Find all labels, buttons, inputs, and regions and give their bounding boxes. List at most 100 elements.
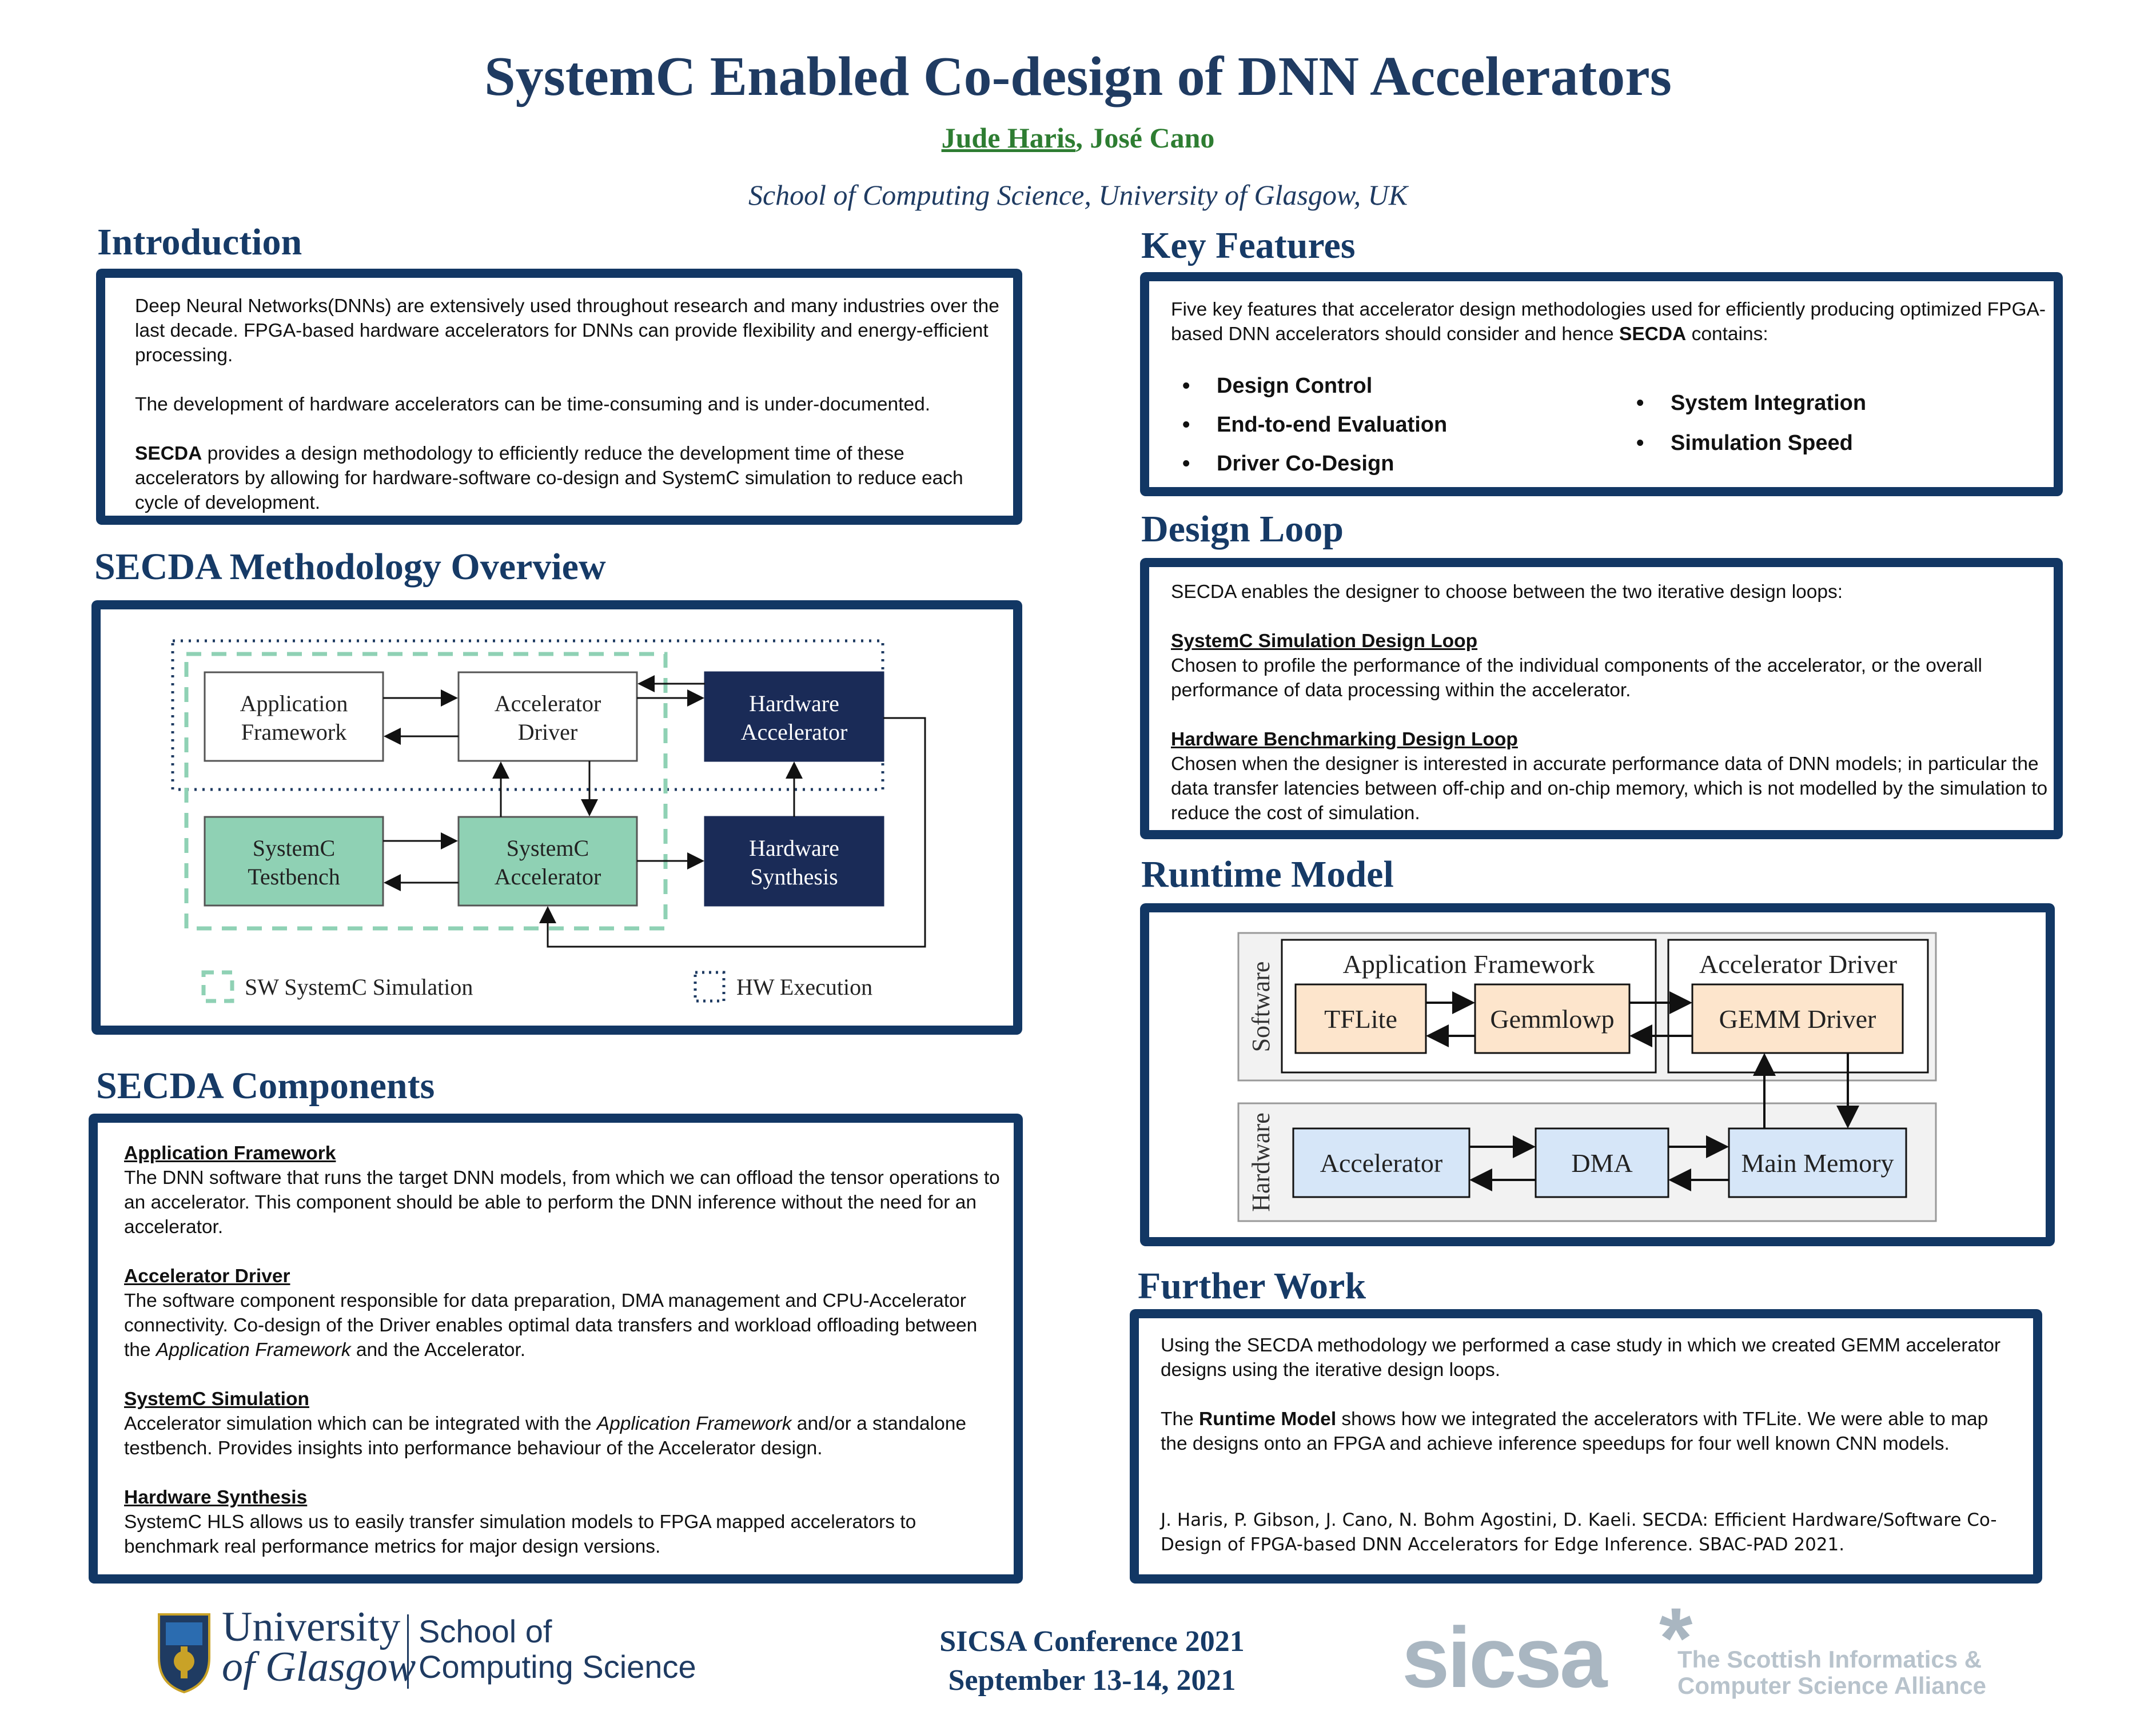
conference-dates: September 13-14, 2021 <box>948 1664 1236 1697</box>
feature-label: System Integration <box>1671 391 1867 415</box>
design-loop-heading: Design Loop <box>1141 508 1344 550</box>
school-wordmark-2: Computing Science <box>419 1649 696 1685</box>
further-work-text: Using the SECDA methodology we performed… <box>1161 1333 2018 1456</box>
affiliation: School of Computing Science, University … <box>748 179 1408 211</box>
further-work-paragraph-2: The Runtime Model shows how we integrate… <box>1161 1407 2018 1456</box>
bullet-icon: • <box>1182 452 1190 476</box>
software-label: Software <box>1247 962 1275 1052</box>
further-work-box: Using the SECDA methodology we performed… <box>1130 1309 2042 1584</box>
key-features-secda: SECDA <box>1619 324 1687 345</box>
feature-label: End-to-end Evaluation <box>1217 413 1448 437</box>
legend-sw-label: SW SystemC Simulation <box>245 974 473 1000</box>
author-jude-haris[interactable]: Jude Haris <box>941 122 1076 154</box>
sicsa-tagline-1: The Scottish Informatics & <box>1677 1646 1982 1673</box>
feature-label: Simulation Speed <box>1671 431 1853 455</box>
component-1-text: The DNN software that runs the target DN… <box>124 1167 1000 1238</box>
runtime-model-bold: Runtime Model <box>1199 1409 1337 1430</box>
intro-paragraph-3-text: provides a design methodology to efficie… <box>135 443 963 513</box>
accelerator-driver-label-1: Accelerator <box>495 691 601 716</box>
hardware-accelerator-label-2: Accelerator <box>741 719 848 745</box>
accelerator-node <box>1292 1127 1470 1198</box>
component-4-text: SystemC HLS allows us to easily transfer… <box>124 1511 916 1557</box>
further-work-heading: Further Work <box>1138 1265 1366 1307</box>
uog-wordmark-1: University <box>222 1604 401 1650</box>
hardware-accelerator-node <box>704 671 884 762</box>
main-memory-node <box>1728 1127 1907 1198</box>
component-3-text-b: and/or a standalone testbench. Provides … <box>124 1413 966 1459</box>
hardware-accelerator-label-1: Hardware <box>749 691 839 716</box>
component-1-title: Application Framework <box>124 1143 336 1164</box>
feature-driver-co-design: • Driver Co-Design <box>1182 452 1394 476</box>
component-2-title: Accelerator Driver <box>124 1266 290 1287</box>
bullet-icon: • <box>1182 374 1190 398</box>
design-loop-text: SECDA enables the designer to choose bet… <box>1171 580 2051 825</box>
bullet-icon: • <box>1636 431 1644 455</box>
school-wordmark-1: School of <box>419 1613 552 1649</box>
legend-hw-label: HW Execution <box>736 974 872 1000</box>
gemmlowp-label: Gemmlowp <box>1490 1004 1614 1034</box>
hardware-synthesis-label-2: Synthesis <box>750 864 838 890</box>
legend-sw-swatch <box>201 970 234 1003</box>
component-3-title: SystemC Simulation <box>124 1389 309 1410</box>
legend-hw-swatch <box>694 971 726 1003</box>
feature-design-control: •Design Control <box>1182 374 1372 398</box>
design-loop-1-text: Chosen to profile the performance of the… <box>1171 655 1982 701</box>
intro-paragraph-2: The development of hardware accelerators… <box>135 394 931 415</box>
sw-simulation-region <box>184 652 668 931</box>
uog-wordmark-2: of Glasgow <box>222 1644 416 1690</box>
hardware-label: Hardware <box>1247 1112 1275 1211</box>
key-features-heading: Key Features <box>1141 225 1356 266</box>
component-2-text-b: and the Accelerator. <box>350 1339 526 1361</box>
design-loop-intro: SECDA enables the designer to choose bet… <box>1171 581 1843 603</box>
feature-system-integration: • System Integration <box>1636 391 1866 416</box>
component-3-text-italic: Application Framework <box>596 1413 792 1434</box>
feature-end-to-end-evaluation: • End-to-end Evaluation <box>1182 413 1447 437</box>
intro-paragraph-3: SECDA provides a design methodology to e… <box>135 441 1004 515</box>
bullet-icon: • <box>1636 391 1644 415</box>
runtime-model-diagram: Software Application Framework Accelerat… <box>1237 932 1937 1222</box>
design-loop-2-title: Hardware Benchmarking Design Loop <box>1171 729 1518 750</box>
feature-simulation-speed: • Simulation Speed <box>1636 431 1853 456</box>
hardware-synthesis-label-1: Hardware <box>749 835 839 861</box>
gemm-driver-label: GEMM Driver <box>1719 1004 1876 1034</box>
runtime-model-heading: Runtime Model <box>1141 853 1394 895</box>
further-work-paragraph-1: Using the SECDA methodology we performed… <box>1161 1335 2001 1381</box>
dma-label: DMA <box>1571 1148 1632 1178</box>
bullet-icon: • <box>1182 413 1190 437</box>
systemc-testbench-label-2: Testbench <box>248 864 340 890</box>
component-3-text-a: Accelerator simulation which can be inte… <box>124 1413 597 1434</box>
sicsa-star-icon: * <box>1659 1590 1693 1686</box>
application-framework-title: Application Framework <box>1343 950 1595 979</box>
systemc-testbench-node <box>204 816 384 907</box>
introduction-text: Deep Neural Networks(DNNs) are extensive… <box>135 294 1004 515</box>
further-work-p2-a: The <box>1161 1409 1199 1430</box>
uog-crest-icon <box>158 1613 210 1694</box>
accelerator-driver-label-2: Driver <box>518 719 577 745</box>
key-features-box: Five key features that accelerator desig… <box>1140 272 2063 496</box>
systemc-testbench-label-1: SystemC <box>253 835 335 861</box>
tflite-label: TFLite <box>1324 1004 1397 1034</box>
key-features-intro: Five key features that accelerator desig… <box>1171 297 2051 346</box>
design-loop-1-title: SystemC Simulation Design Loop <box>1171 631 1478 652</box>
reference-citation: J. Haris, P. Gibson, J. Cano, N. Bohm Ag… <box>1161 1510 1997 1555</box>
component-2-text-a: The software component responsible for d… <box>124 1290 978 1361</box>
design-loop-box: SECDA enables the designer to choose bet… <box>1140 558 2063 839</box>
sicsa-tagline-2: Computer Science Alliance <box>1677 1672 1986 1699</box>
methodology-heading: SECDA Methodology Overview <box>94 546 606 588</box>
methodology-box: Application Framework Accelerator Driver… <box>91 600 1022 1035</box>
key-features-intro-text-a: Five key features that accelerator desig… <box>1171 299 2046 345</box>
poster-title: SystemC Enabled Co-design of DNN Acceler… <box>484 46 1672 107</box>
intro-paragraph-1: Deep Neural Networks(DNNs) are extensive… <box>135 296 999 366</box>
conference-name: SICSA Conference 2021 <box>939 1625 1245 1658</box>
tflite-node <box>1294 983 1427 1054</box>
design-loop-2-text: Chosen when the designer is interested i… <box>1171 753 2048 824</box>
feature-label: Driver Co-Design <box>1217 452 1394 476</box>
application-framework-label-2: Framework <box>241 719 346 745</box>
main-memory-label: Main Memory <box>1741 1148 1894 1178</box>
accelerator-label: Accelerator <box>1320 1148 1443 1178</box>
